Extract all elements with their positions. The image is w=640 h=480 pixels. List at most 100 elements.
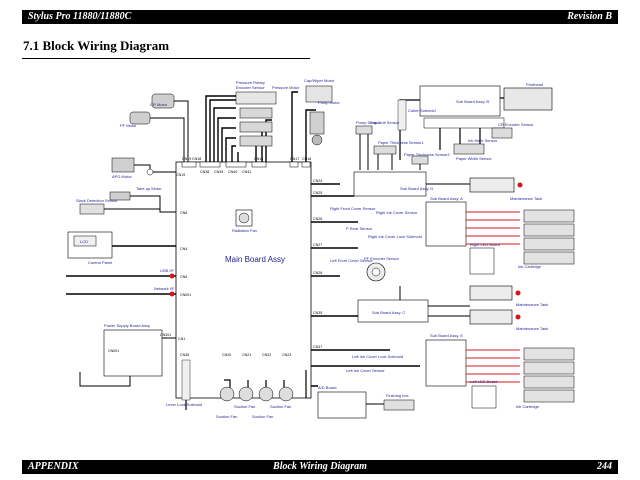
- suction-fan-4-label: Suction Fan: [252, 414, 273, 419]
- main-board-label: Main Board Assy: [225, 255, 285, 264]
- cap-wiper-assembly: [305, 85, 333, 146]
- control-panel: [67, 231, 176, 259]
- suction-fan-2-label: Suction Fan: [216, 414, 237, 419]
- left-front-cover-label: Left Front Cover Sensor: [330, 258, 373, 263]
- sub-board-c-label: Sub Board Assy. C: [372, 310, 405, 315]
- right-bus: [311, 183, 420, 387]
- power-supply: [79, 329, 176, 387]
- cn-21-label: CN21: [242, 353, 251, 357]
- cr-motor-label: CR Motor: [150, 102, 168, 107]
- maintenance-tank-label: Maintenance Tank: [510, 196, 542, 201]
- cap-unit-sensor-label: Cap Unit Sensor: [370, 120, 400, 125]
- cn-35-label: CN35: [313, 311, 322, 315]
- radiation-fan-label: Radiation Fan: [232, 228, 257, 233]
- main-board-box: [175, 161, 312, 399]
- encoder-sensor-label: Encoder Sensor: [236, 85, 265, 90]
- right-led-board-label: Right LED Board: [470, 242, 500, 247]
- ink-mark-sensor-label: Ink Mark Sensor: [468, 138, 498, 143]
- left-ink-cover-label: Left Ink Cover Sensor: [346, 368, 385, 373]
- footer-page-number: 244: [597, 461, 612, 472]
- suction-fan-1-label: Suction Fan: [234, 404, 255, 409]
- main-board-top-connectors: [181, 161, 311, 168]
- header-model: Stylus Pro 11880/11880C: [28, 11, 132, 22]
- lcd-label: LCD: [80, 239, 88, 244]
- cn-301-label: CN301: [160, 333, 171, 337]
- cn-38-label: CN38: [200, 170, 209, 174]
- sub-board-b: [399, 85, 553, 160]
- cn-001b-label: CN001: [108, 349, 119, 353]
- footer-section: APPENDIX: [28, 461, 79, 472]
- cn-22-label: CN22: [262, 353, 271, 357]
- title-rule: [22, 58, 310, 59]
- sub-board-a: [425, 201, 575, 275]
- paper-width-sensor-label: Paper Width Sensor: [456, 156, 492, 161]
- paper-thickness-2-label: Paper Thickness Sensor2: [404, 152, 451, 157]
- ink-cartridge-label: Ink Cartridge: [518, 264, 542, 269]
- power-supply-label: Power Supply Board Assy: [104, 323, 150, 328]
- take-up-slack: [79, 191, 176, 215]
- cn-41-label: CN41: [242, 170, 251, 174]
- right-ink-lock-label: Right Ink Cover Lock Solenoid: [368, 234, 422, 239]
- left-led-board-label: Left LED Board: [470, 379, 497, 384]
- ad-board-label: A/D Board: [318, 385, 336, 390]
- flushing-box-label: Flushing box: [386, 393, 409, 398]
- right-ink-cover-label: Right Ink Cover Sensor: [376, 210, 418, 215]
- sub-board-c: [357, 262, 521, 325]
- right-front-cover-label: Right Front Cover Sensor: [330, 206, 376, 211]
- sub-board-d: [353, 171, 523, 197]
- cn-40-label: CN40: [228, 170, 237, 174]
- usb-if-label: USB I/F: [160, 268, 175, 273]
- sub-board-e: [425, 339, 575, 409]
- cn-39-label: CN39: [214, 170, 223, 174]
- left-ink-lock-label: Left Ink Cover Lock Solenoid: [352, 354, 403, 359]
- header-bar: Stylus Pro 11880/11880C Revision B: [22, 10, 618, 24]
- cn-19-label: CN19: [182, 157, 191, 161]
- header-revision: Revision B: [567, 11, 612, 22]
- ad-board: [317, 391, 415, 419]
- pf-encoder-sensor-label: PF Encoder Sensor: [364, 256, 400, 261]
- cn-36-label: CN36: [180, 353, 189, 357]
- top-wire-harness: [205, 91, 316, 162]
- sub-board-e-label: Sub Board Assy. E: [430, 333, 463, 338]
- sub-board-a-label: Sub Board Assy. A: [430, 196, 463, 201]
- cn-23-label: CN23: [282, 353, 291, 357]
- cn-16-label: CN16: [254, 157, 263, 161]
- pf-motor-label: PF Motor: [120, 123, 137, 128]
- apg-motor-label: APG Motor: [112, 174, 132, 179]
- footer-title: Block Wiring Diagram: [273, 461, 367, 472]
- ink-cartridge-2-label: Ink Cartridge: [516, 404, 540, 409]
- cn-5-label: CN5: [180, 275, 187, 279]
- radiation-fan: [235, 209, 253, 227]
- maintenance-tank-3-label: Maintenance Tank: [516, 326, 548, 331]
- cn-1-label: CN1: [178, 337, 185, 341]
- cutter-solenoid-label: Cutter Solenoid: [408, 108, 436, 113]
- apg-motor: [111, 157, 176, 176]
- sub-board-b-label: Sub Board Assy. B: [456, 99, 489, 104]
- p-rear-sensor-label: P Rear Sensor: [346, 226, 373, 231]
- pressure-rotary-label: Pressure Rotary: [236, 80, 265, 85]
- cn-18-label: CN18: [192, 157, 201, 161]
- pump-motor-label: Pump Motor: [318, 100, 340, 105]
- cn-25-label: CN25: [313, 191, 322, 195]
- take-up-motor-label: Take-up Motor: [136, 186, 162, 191]
- pump-sensor-label: Pump Sensor: [356, 120, 381, 125]
- control-panel-label: Control Panel: [88, 260, 112, 265]
- paper-thickness-1-label: Paper Thickness Sensor1: [378, 140, 425, 145]
- cr-pf-motors: [129, 93, 189, 162]
- lever-lock-solenoid-label: Lever Lock Solenoid: [166, 402, 202, 407]
- cn-19b-label: CN19: [176, 173, 185, 177]
- cn-001-label: CN001: [180, 293, 191, 297]
- cn-6-label: CN6: [180, 211, 187, 215]
- network-if-label: Network I/F: [154, 286, 175, 291]
- section-title: 7.1 Block Wiring Diagram: [23, 38, 170, 53]
- cn-26-label: CN26: [313, 217, 322, 221]
- cn-24-label: CN24: [313, 179, 322, 183]
- sub-board-d-label: Sub Board Assy. D: [400, 186, 433, 191]
- cn-28-label: CN28: [313, 271, 322, 275]
- cn-20-label: CN20: [222, 353, 231, 357]
- sensor-column: [355, 99, 429, 170]
- printhead-label: Printhead: [526, 82, 543, 87]
- footer-bar: APPENDIX Block Wiring Diagram 244: [22, 460, 618, 474]
- slack-sensor-label: Slack Detection Sensor: [76, 198, 118, 203]
